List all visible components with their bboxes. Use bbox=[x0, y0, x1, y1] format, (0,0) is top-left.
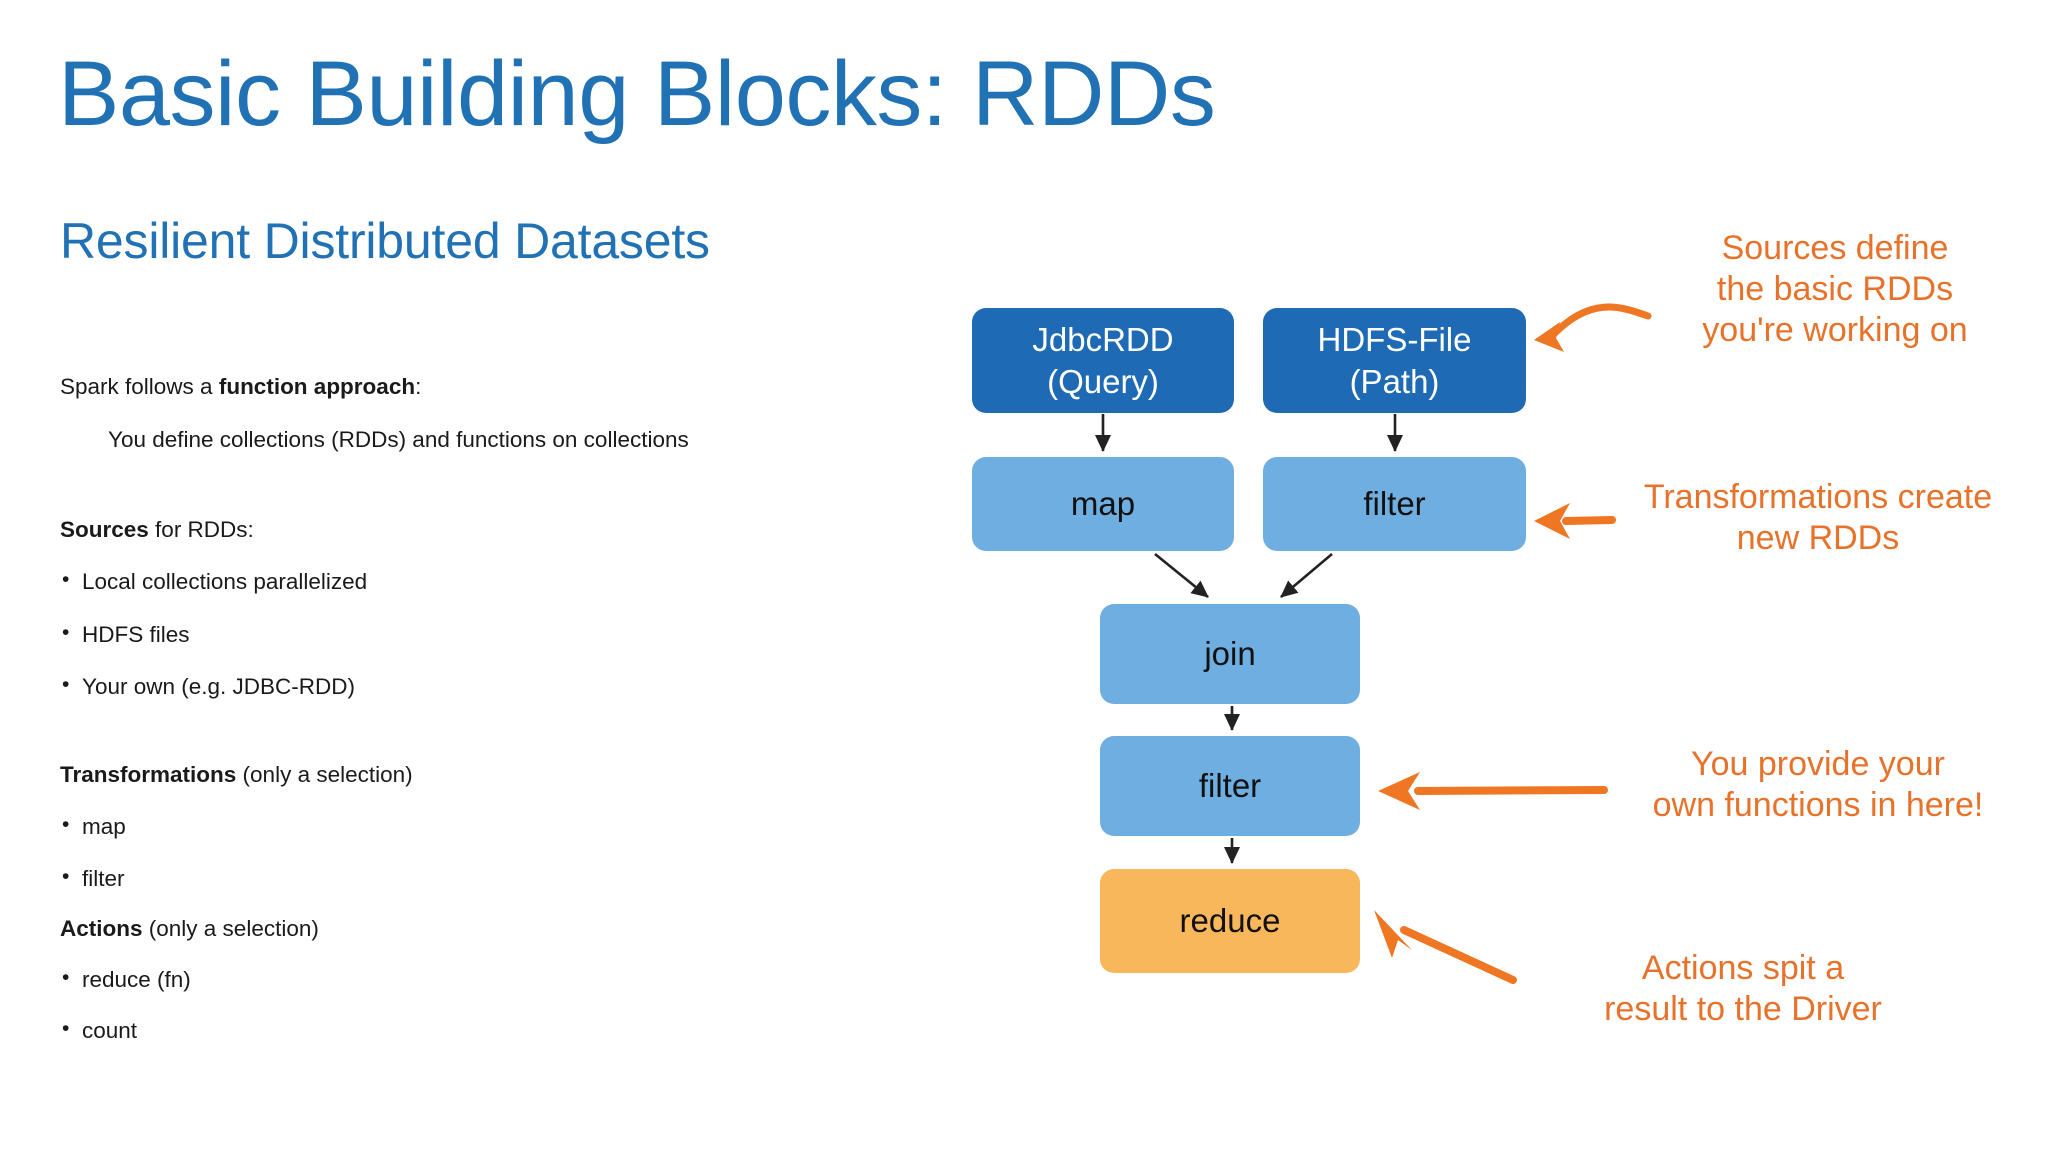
actions-heading: Actions (only a selection) bbox=[60, 915, 850, 943]
page-title: Basic Building Blocks: RDDs bbox=[58, 43, 1216, 145]
list-item: Your own (e.g. JDBC-RDD) bbox=[60, 672, 850, 701]
list-item: HDFS files bbox=[60, 619, 850, 649]
list-item: count bbox=[60, 1016, 850, 1045]
transformations-heading-suffix: (only a selection) bbox=[236, 761, 413, 787]
arrow-filter-to-join bbox=[1280, 553, 1333, 598]
node-label: filter bbox=[1363, 485, 1426, 522]
annotation-arrow-actions bbox=[1400, 926, 1517, 984]
sources-heading: Sources for RDDs: bbox=[60, 516, 850, 544]
node-reduce[interactable]: reduce bbox=[1100, 869, 1360, 973]
annotation-sources: Sources define the basic RDDs you're wor… bbox=[1702, 229, 1968, 349]
annotation-arrow-functions bbox=[1414, 786, 1608, 795]
node-label: filter bbox=[1198, 767, 1262, 804]
list-item: map bbox=[60, 812, 850, 841]
annotation-arrow-sources bbox=[1548, 303, 1652, 340]
actions-heading-suffix: (only a selection) bbox=[142, 916, 319, 942]
annotation-arrowhead-sources bbox=[1534, 322, 1564, 352]
annotation-actions: Actions spit a result to the Driver bbox=[1604, 949, 1882, 1028]
list-item: filter bbox=[60, 864, 850, 893]
node-filter-1[interactable]: filter bbox=[1263, 457, 1526, 551]
intro-line: Spark follows a function approach: bbox=[60, 373, 850, 401]
node-join[interactable]: join bbox=[1100, 604, 1360, 704]
intro-strong: function approach bbox=[218, 374, 416, 399]
sources-heading-suffix: for RDDs: bbox=[148, 517, 254, 543]
annotation-transformations: Transformations create new RDDs bbox=[1643, 478, 1993, 557]
list-item: Local collections parallelized bbox=[60, 567, 850, 596]
annotation-arrowhead-functions bbox=[1378, 772, 1420, 810]
annotation-arrowhead-transform bbox=[1534, 503, 1570, 539]
intro-suffix: : bbox=[415, 374, 422, 399]
node-filter-2[interactable]: filter bbox=[1100, 736, 1360, 836]
node-jdbcrdd[interactable]: JdbcRDD (Query) bbox=[972, 308, 1234, 413]
transformations-heading: Transformations (only a selection) bbox=[60, 761, 850, 789]
node-label: map bbox=[1070, 485, 1136, 522]
arrow-map-to-join bbox=[1154, 552, 1209, 599]
annotation-functions: You provide your own functions in here! bbox=[1652, 745, 1984, 824]
node-label: reduce bbox=[1179, 902, 1281, 939]
intro-prefix: Spark follows a bbox=[60, 374, 219, 399]
body-text-block: Spark follows a function approach: You d… bbox=[60, 373, 850, 1046]
node-label: JdbcRDD (Query) bbox=[1032, 320, 1174, 400]
list-item: reduce (fn) bbox=[60, 965, 850, 994]
transformations-heading-strong: Transformations bbox=[60, 761, 237, 787]
node-label: HDFS-File (Path) bbox=[1317, 320, 1472, 400]
node-map[interactable]: map bbox=[972, 457, 1234, 551]
node-hdfs-file[interactable]: HDFS-File (Path) bbox=[1263, 308, 1526, 413]
actions-heading-strong: Actions bbox=[60, 916, 143, 942]
node-label: join bbox=[1204, 635, 1256, 672]
intro-detail: You define collections (RDDs) and functi… bbox=[108, 427, 689, 453]
sources-heading-strong: Sources bbox=[60, 517, 149, 543]
page-subtitle: Resilient Distributed Datasets bbox=[60, 213, 710, 269]
annotation-arrowhead-actions bbox=[1374, 910, 1412, 958]
